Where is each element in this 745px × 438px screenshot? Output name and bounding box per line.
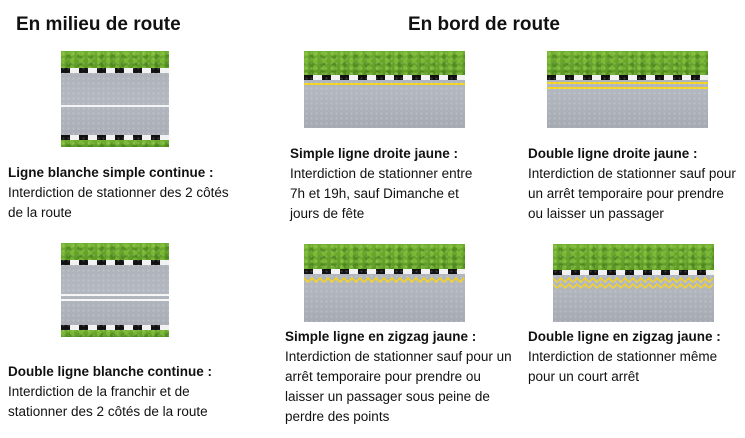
- yellow-line-upper: [547, 82, 708, 84]
- curb-edge: [547, 75, 708, 80]
- zigzag-yellow-line-upper: [553, 277, 714, 284]
- road-tile-single-white-line: [61, 51, 169, 147]
- caption-title: Ligne blanche simple continue :: [8, 165, 214, 180]
- caption-description: Interdiction de stationner entre 7h et 1…: [290, 166, 473, 221]
- caption-double-yellow-line: Double ligne droite jaune : Interdiction…: [528, 144, 740, 224]
- caption-description: Interdiction de stationner des 2 côtés d…: [8, 185, 229, 220]
- road-tile-single-zigzag-yellow-line: [304, 244, 465, 322]
- caption-description: Interdiction de stationner sauf pour un …: [285, 349, 512, 424]
- caption-title: Double ligne en zigzag jaune :: [528, 329, 721, 344]
- white-line: [61, 105, 169, 107]
- zigzag-yellow-line: [304, 276, 465, 284]
- road-tile-double-white-line: [61, 243, 169, 337]
- curb-edge: [553, 270, 714, 275]
- caption-single-zigzag-yellow-line: Simple ligne en zigzag jaune : Interdict…: [285, 327, 515, 427]
- grass-strip-top: [61, 51, 169, 68]
- caption-title: Simple ligne droite jaune :: [290, 146, 459, 161]
- grass-strip-bottom: [61, 330, 169, 337]
- caption-single-yellow-line: Simple ligne droite jaune : Interdiction…: [290, 144, 486, 224]
- road-tile-double-zigzag-yellow-line: [553, 244, 714, 322]
- caption-title: Double ligne blanche continue :: [8, 364, 213, 379]
- grass-strip-top: [304, 51, 465, 75]
- zigzag-yellow-line-lower: [553, 283, 714, 290]
- curb-bottom: [61, 325, 169, 330]
- grass-strip-bottom: [61, 140, 169, 147]
- road-tile-double-yellow-line: [547, 51, 708, 128]
- caption-description: Interdiction de la franchir et de statio…: [8, 384, 208, 419]
- curb-edge: [304, 75, 465, 80]
- grass-strip-top: [553, 244, 714, 270]
- white-line-lower: [61, 299, 169, 301]
- grass-strip-top: [547, 51, 708, 75]
- caption-single-white-line: Ligne blanche simple continue : Interdic…: [8, 163, 230, 223]
- caption-description: Interdiction de stationner sauf pour un …: [528, 166, 736, 221]
- yellow-line: [304, 83, 465, 85]
- white-line-upper: [61, 294, 169, 296]
- road-tile-single-yellow-line: [304, 51, 465, 128]
- heading-middle-of-road: En milieu de route: [16, 14, 181, 35]
- caption-description: Interdiction de stationner même pour un …: [528, 349, 718, 384]
- grass-strip-top: [304, 244, 465, 269]
- caption-title: Simple ligne en zigzag jaune :: [285, 329, 477, 344]
- caption-double-zigzag-yellow-line: Double ligne en zigzag jaune : Interdict…: [528, 327, 740, 387]
- caption-title: Double ligne droite jaune :: [528, 146, 698, 161]
- heading-road-edge: En bord de route: [408, 14, 560, 35]
- curb-top: [61, 68, 169, 73]
- grass-strip-top: [61, 243, 169, 260]
- yellow-line-lower: [547, 87, 708, 89]
- curb-bottom: [61, 135, 169, 140]
- curb-edge: [304, 269, 465, 274]
- caption-double-white-line: Double ligne blanche continue : Interdic…: [8, 362, 243, 422]
- curb-top: [61, 260, 169, 265]
